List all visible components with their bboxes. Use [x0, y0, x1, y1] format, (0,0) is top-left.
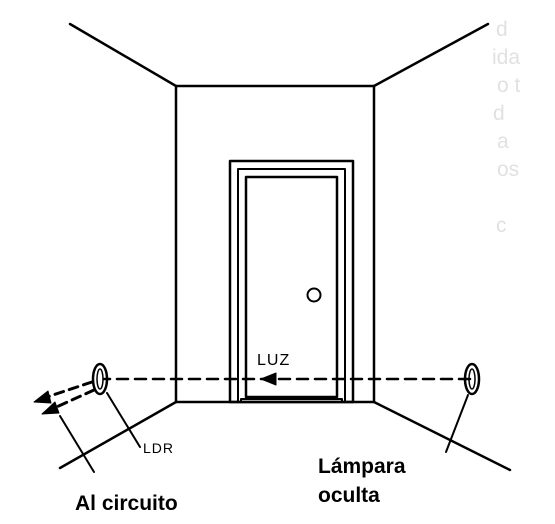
- door-knob: [306, 287, 322, 303]
- circuit-label: Al circuito: [73, 492, 180, 516]
- lamp-leader: [445, 394, 469, 453]
- output-arrow-lower: [50, 388, 96, 411]
- door-frame-outer: [228, 159, 355, 404]
- lamp-outer: [463, 362, 481, 396]
- ldr-leader: [106, 392, 141, 448]
- output-arrow-upper: [42, 380, 94, 400]
- light-beam-arrowhead: [260, 372, 277, 386]
- wall-edge-top-right: [372, 22, 490, 88]
- circuit-leader: [59, 415, 95, 473]
- door: [244, 175, 339, 399]
- lamp-label-line1: Lámpara: [318, 455, 408, 479]
- door-bottom: [240, 398, 343, 403]
- output-arrowhead-lower: [41, 401, 60, 415]
- lamp-inner: [468, 368, 476, 390]
- light-label: LUZ: [257, 352, 291, 369]
- ldr-outer: [91, 362, 109, 396]
- wall-edge-top-left: [68, 22, 178, 88]
- ldr-label: LDR: [143, 440, 175, 456]
- output-arrowhead-upper: [33, 390, 52, 404]
- lamp-label-line2: oculta: [318, 484, 382, 508]
- wall-edge-bottom-left: [58, 400, 178, 470]
- ldr-inner: [96, 368, 104, 390]
- wall-edge-bottom-right: [372, 400, 512, 472]
- door-frame-inner: [237, 168, 346, 403]
